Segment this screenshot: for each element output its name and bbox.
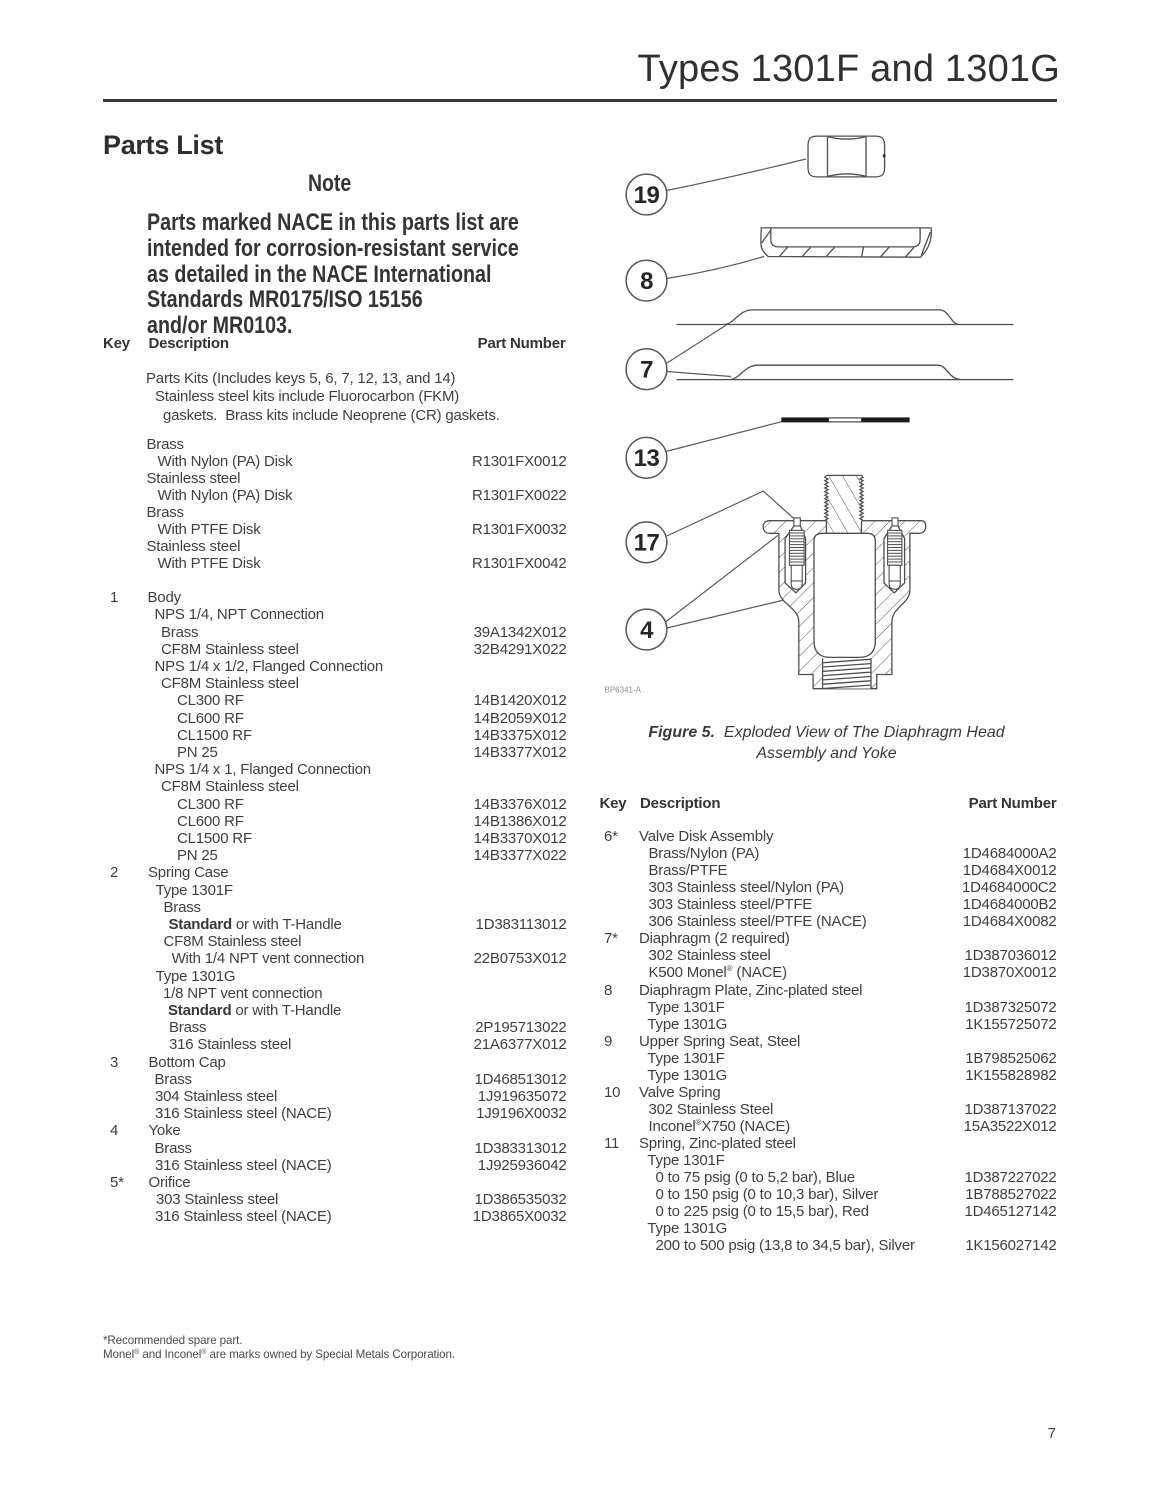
svg-text:8: 8 [640, 268, 653, 295]
svg-text:7: 7 [640, 357, 653, 384]
svg-text:BP6341-A: BP6341-A [605, 686, 642, 695]
svg-text:4: 4 [640, 617, 654, 644]
svg-text:17: 17 [634, 530, 660, 557]
svg-text:13: 13 [634, 445, 660, 472]
svg-text:19: 19 [634, 182, 660, 209]
